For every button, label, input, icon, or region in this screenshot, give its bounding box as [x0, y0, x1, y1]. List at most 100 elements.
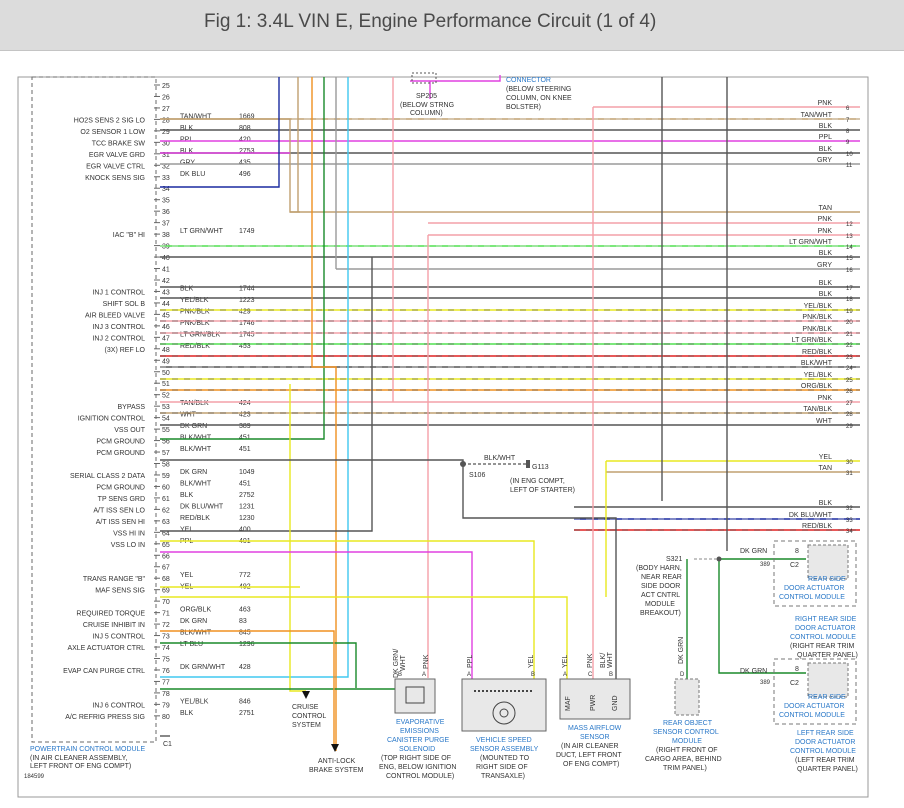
- pcm-pin-number: 67: [162, 565, 170, 572]
- right-wire-number: 14: [846, 245, 853, 251]
- right-wire-color-label: PPL: [819, 134, 832, 141]
- right-wire-number: 11: [846, 163, 853, 169]
- right-wire-color-label: RED/BLK: [802, 349, 832, 356]
- ros-name-2: SENSOR CONTROL: [653, 729, 719, 736]
- pcm-pin-label: EGR VALVE CTRL: [86, 163, 145, 170]
- wire-route: [160, 77, 325, 440]
- s106-wire-label: BLK/WHT: [484, 455, 516, 462]
- maf-wire-label-b: PNK: [587, 653, 594, 668]
- right-wire-color-label: TAN/WHT: [801, 112, 833, 119]
- pcm-wire-color-label: BLK/WHT: [180, 446, 212, 453]
- lr-wire-label: DK GRN: [740, 668, 767, 675]
- pcm-pin-number: 34: [162, 186, 170, 193]
- pcm-wire-color-label: TAN/WHT: [180, 113, 212, 120]
- right-wire-color-label: ORG/BLK: [801, 383, 832, 390]
- maf-pin-pwr-label: PWR: [590, 695, 597, 711]
- right-wire-color-label: RED/BLK: [802, 523, 832, 530]
- right-wire-color-label: BLK: [819, 500, 833, 507]
- s321-location-6: BREAKOUT): [640, 610, 681, 617]
- right-wire-color-label: BLK: [819, 146, 833, 153]
- cruise-label-2: CONTROL: [292, 713, 326, 720]
- pcm-pin-number: 48: [162, 347, 170, 354]
- pcm-pin-number: 30: [162, 140, 170, 147]
- g113-label: G113: [532, 464, 549, 471]
- ros-location-2: CARGO AREA, BEHIND: [645, 756, 722, 763]
- pcm-circuit-number: 451: [239, 435, 251, 442]
- evap-location-2: ENG, BELOW IGNITION: [379, 764, 456, 771]
- pcm-wire-color-label: RED/BLK: [180, 515, 210, 522]
- vss-wire-label-a: PPL: [467, 655, 474, 668]
- vss-gear-icon: [492, 701, 516, 725]
- pcm-circuit-number: 435: [239, 159, 251, 166]
- pcm-pin-label: BYPASS: [118, 404, 146, 411]
- pcm-box: [31, 76, 157, 743]
- right-wire-number: 21: [846, 332, 853, 338]
- right-rear-name-2: DOOR ACTUATOR: [795, 625, 855, 632]
- rr-wire-label: DK GRN: [740, 548, 767, 555]
- vss-name-1: VEHICLE SPEED: [476, 737, 532, 744]
- pcm-wire-color-label: ORG/BLK: [180, 607, 211, 614]
- connector-label: CONNECTOR: [506, 77, 551, 84]
- ros-location-3: TRIM PANEL): [663, 765, 707, 772]
- right-wire-number: 32: [846, 506, 853, 512]
- pcm-pin-number: 47: [162, 335, 170, 342]
- right-wire-number: 23: [846, 355, 853, 361]
- pcm-wire-color-label: DK GRN: [180, 423, 207, 430]
- wire-route: [160, 679, 399, 690]
- pcm-circuit-number: 1223: [239, 297, 255, 304]
- pcm-pin-label: INJ 3 CONTROL: [92, 324, 145, 331]
- pcm-pin-number: 72: [162, 622, 170, 629]
- pcm-pin-number: 77: [162, 679, 170, 686]
- vss-wire-label-b: YEL: [528, 655, 535, 668]
- pcm-circuit-number: 1669: [239, 113, 255, 120]
- pcm-pin-label: SERIAL CLASS 2 DATA: [70, 473, 145, 480]
- maf-location-2: DUCT, LEFT FRONT: [556, 752, 622, 759]
- right-wire-number: 12: [846, 222, 853, 228]
- pcm-location-2: LEFT FRONT OF ENG COMPT): [30, 763, 131, 770]
- right-wire-color-label: TAN/BLK: [803, 406, 832, 413]
- pcm-pin-number: 75: [162, 657, 170, 664]
- pcm-pin-label: A/T ISS SEN LO: [93, 507, 145, 514]
- pcm-wire-color-label: WHT: [180, 412, 197, 419]
- pcm-pin-number: 51: [162, 381, 170, 388]
- pcm-pin-number: 55: [162, 427, 170, 434]
- pcm-pin-number: 78: [162, 691, 170, 698]
- pcm-circuit-number: 846: [239, 698, 251, 705]
- s321-location-3: SIDE DOOR: [641, 583, 680, 590]
- title-bar: Fig 1: 3.4L VIN E, Engine Performance Ci…: [0, 0, 904, 51]
- pcm-pin-number: 70: [162, 599, 170, 606]
- pcm-pin-label: INJ 5 CONTROL: [92, 634, 145, 641]
- pcm-wire-color-label: BLK/WHT: [180, 630, 212, 637]
- sp205-location-1: (BELOW STRNG: [400, 102, 454, 109]
- right-wire-number: 20: [846, 320, 853, 326]
- pcm-pin-number: 36: [162, 209, 170, 216]
- pcm-pin-label: CRUISE INHIBIT IN: [83, 622, 145, 629]
- pcm-wire-color-label: DK BLU: [180, 171, 205, 178]
- pcm-pin-number: 59: [162, 473, 170, 480]
- ros-pin-d: D: [680, 672, 685, 678]
- rr-actuator-name-3: CONTROL MODULE: [779, 594, 845, 601]
- maf-pin-c: C: [588, 672, 593, 678]
- right-wire-number: 31: [846, 471, 853, 477]
- evap-name-4: SOLENOID: [399, 746, 435, 753]
- abs-arrow-icon: [331, 744, 339, 752]
- evap-solenoid-body: [394, 678, 436, 714]
- pcm-circuit-number: 420: [239, 136, 251, 143]
- right-wire-number: 26: [846, 389, 853, 395]
- g113-location-2: LEFT OF STARTER): [510, 487, 575, 494]
- pcm-circuit-number: 463: [239, 607, 251, 614]
- right-wire-number: 10: [846, 152, 853, 158]
- pcm-pin-label: PCM GROUND: [96, 439, 145, 446]
- pcm-pin-number: 37: [162, 221, 170, 228]
- wire-route: [160, 257, 373, 532]
- right-wire-number: 18: [846, 297, 853, 303]
- rr-actuator-box: [773, 540, 857, 607]
- pcm-circuit-number: 1296: [239, 641, 255, 648]
- rr-circuit-label: 389: [760, 562, 771, 568]
- pcm-wire-color-label: YEL: [180, 526, 193, 533]
- pcm-pin-number: 43: [162, 289, 170, 296]
- pcm-connector-label: C1: [163, 741, 172, 748]
- pcm-pin-label: INJ 2 CONTROL: [92, 335, 145, 342]
- maf-location-3: OF ENG COMPT): [563, 761, 619, 768]
